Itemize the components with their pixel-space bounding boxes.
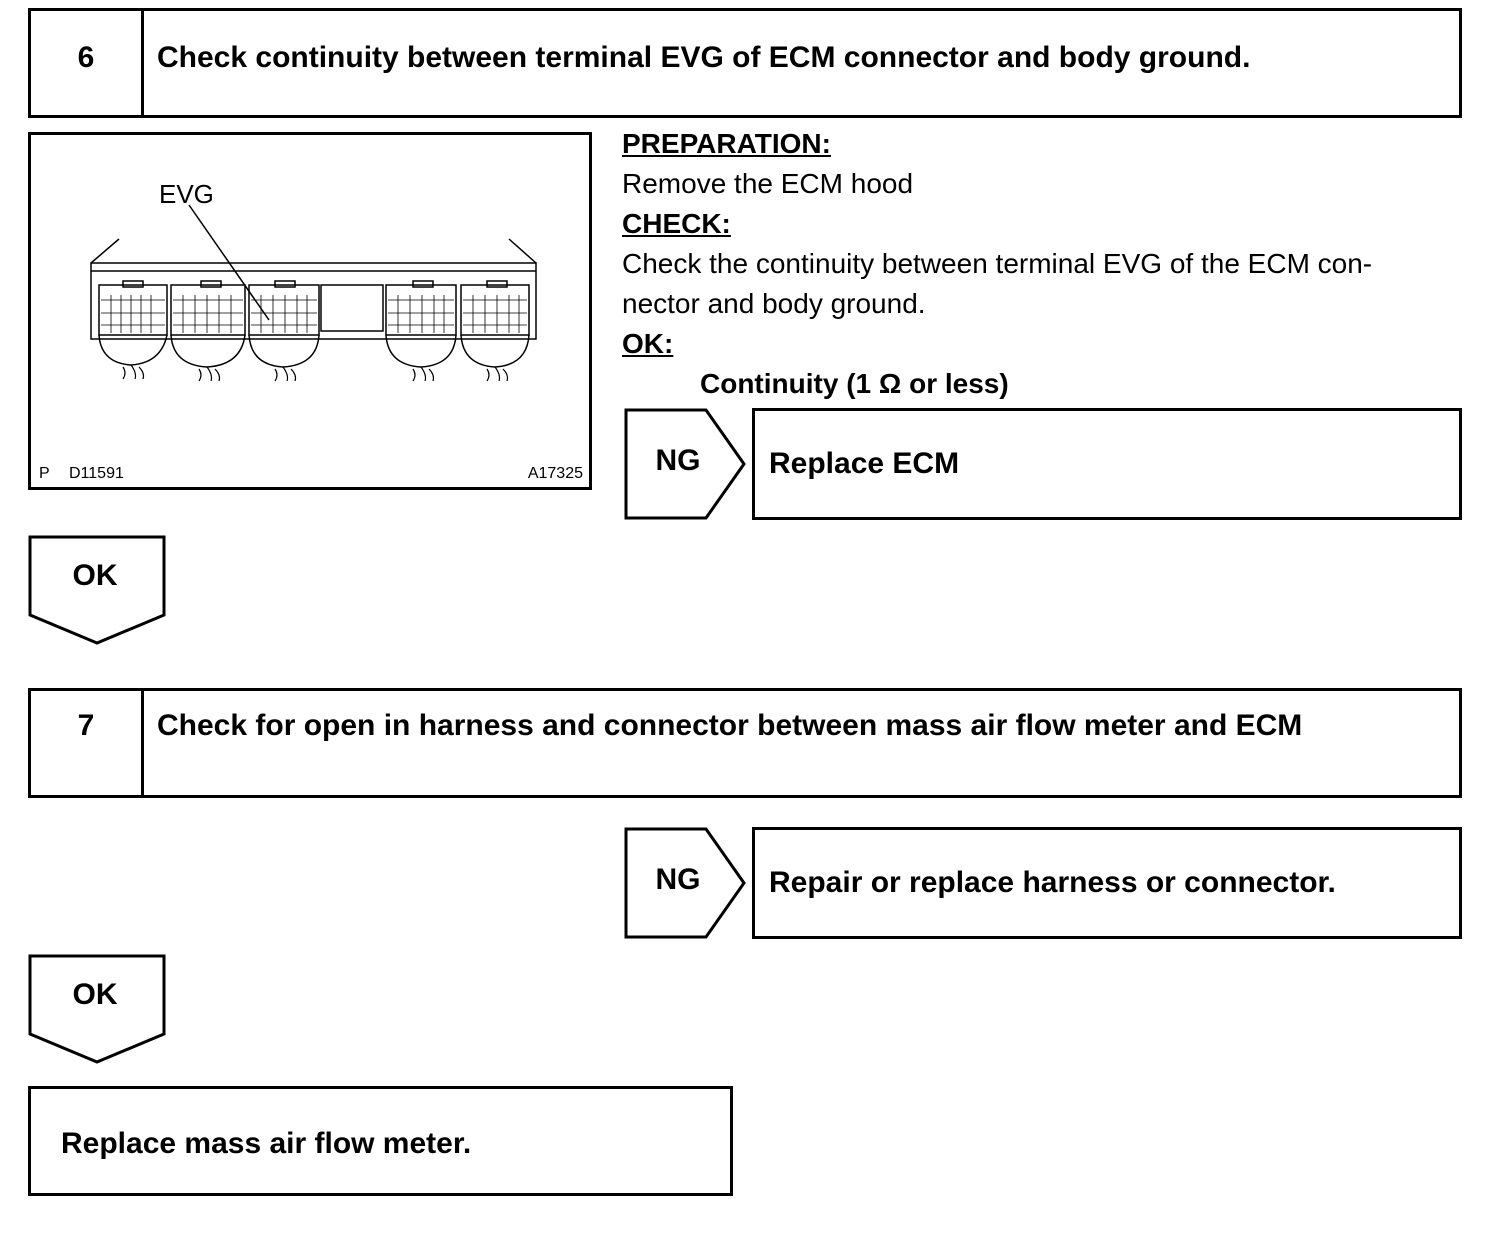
ng-arrow-1: NG xyxy=(624,408,748,520)
ng-label-1: NG xyxy=(655,444,701,477)
step-6-title: Check continuity between terminal EVG of… xyxy=(157,41,1251,74)
step-7-number: 7 xyxy=(31,691,144,795)
ng-result-1-text: Replace ECM xyxy=(769,447,960,480)
ng-arrow-2: NG xyxy=(624,827,748,939)
ng-label-2: NG xyxy=(655,863,701,896)
check-heading: CHECK: xyxy=(622,208,731,239)
step-7-header: 7 Check for open in harness and connecto… xyxy=(28,688,1462,798)
final-action-text: Replace mass air flow meter. xyxy=(61,1127,472,1160)
ecm-connector-figure: EVG xyxy=(28,132,592,490)
ng-arrow-shape-icon xyxy=(624,408,746,520)
figure-code-p: P xyxy=(39,465,50,482)
ng-result-2-text: Repair or replace harness or connector. xyxy=(769,866,1336,899)
step-6-number: 6 xyxy=(31,11,144,115)
ng-result-2: Repair or replace harness or connector. xyxy=(752,827,1462,939)
ok-heading: OK: xyxy=(622,328,674,359)
preparation-heading: PREPARATION: xyxy=(622,128,831,159)
ng-result-1: Replace ECM xyxy=(752,408,1462,520)
ok-label-1: OK xyxy=(72,559,118,592)
figure-code-left: D11591 xyxy=(69,465,124,482)
ok-label-2: OK xyxy=(72,978,118,1011)
ok-arrow-shape-icon xyxy=(28,535,166,645)
figure-code-right: A17325 xyxy=(527,465,583,482)
ok-arrow-2: OK xyxy=(28,954,168,1066)
check-text-line-1: Check the continuity between terminal EV… xyxy=(622,248,1373,279)
preparation-text: Remove the ECM hood xyxy=(622,168,914,199)
ok-arrow-1: OK xyxy=(28,535,168,647)
evg-terminal-label: EVG xyxy=(159,179,214,209)
ok-arrow-shape-icon xyxy=(28,954,166,1064)
final-action-box: Replace mass air flow meter. xyxy=(28,1086,733,1196)
ecm-connector-drawing xyxy=(90,204,537,382)
step-7-title: Check for open in harness and connector … xyxy=(157,709,1303,742)
ok-criterion: Continuity (1 Ω or less) xyxy=(700,368,1009,399)
check-text-line-2: nector and body ground. xyxy=(622,288,926,319)
ng-arrow-shape-icon xyxy=(624,827,746,939)
step-6-header: 6 Check continuity between terminal EVG … xyxy=(28,8,1462,118)
